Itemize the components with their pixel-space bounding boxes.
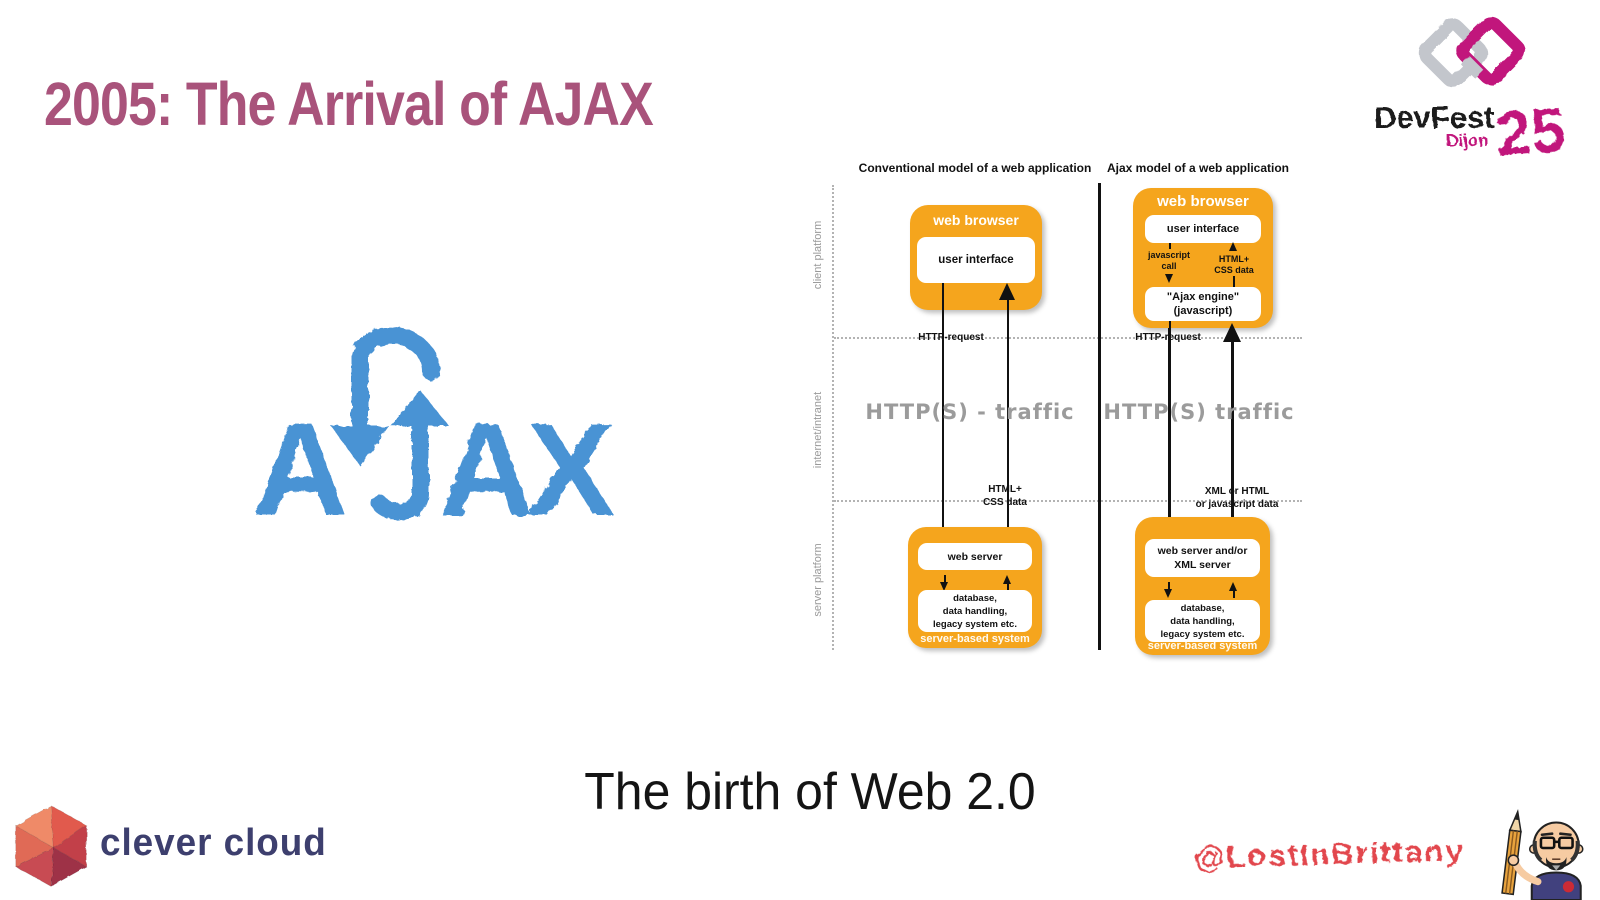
ajax-web-server-box: web server and/or XML server <box>1145 539 1260 577</box>
devfest-heart-icon <box>1418 16 1526 88</box>
ajax-ui-box: user interface <box>1145 215 1261 243</box>
conventional-backend-box: database, data handling, legacy system e… <box>918 590 1032 632</box>
ajax-browser-title: web browser <box>1157 193 1249 210</box>
ajax-server-internal-up-line <box>1233 589 1235 598</box>
ajax-letter-a2: A <box>439 396 534 522</box>
htmlcss-label: HTML+ CSS data <box>1214 254 1254 275</box>
heart-link-weave <box>1460 55 1484 79</box>
ajax-request-line <box>1168 328 1171 528</box>
ajax-up-arrow-stem <box>370 415 429 521</box>
conventional-server-footer: server-based system <box>920 633 1030 645</box>
devfest-logo: DevFest Dijon 25 <box>1374 16 1568 170</box>
ajax-engine-box: "Ajax engine" (javascript) <box>1145 287 1261 321</box>
server-internal-up-arrowhead <box>1003 575 1011 584</box>
ajax-letter-a1: A <box>253 396 348 522</box>
devfest-year: 25 <box>1494 96 1568 170</box>
server-internal-down-line <box>944 575 946 584</box>
devfest-name: DevFest <box>1374 100 1495 135</box>
internet-server-boundary <box>834 500 1302 502</box>
conventional-ui-box: user interface <box>917 237 1035 283</box>
ajax-browser-box: web browser user interface javascript ca… <box>1133 188 1273 328</box>
slide-subtitle: The birth of Web 2.0 <box>584 763 1036 821</box>
ajax-server-box: web server and/or XML server database, d… <box>1135 517 1270 655</box>
conventional-response-line <box>1007 300 1009 543</box>
ajax-server-internal-down-line <box>1168 582 1170 591</box>
ajax-response-line <box>1231 341 1234 543</box>
conventional-browser-box: web browser user interface <box>910 205 1042 310</box>
ajax-server-footer: server-based system <box>1147 640 1258 652</box>
htmlcss-arrowhead <box>1229 242 1237 251</box>
devfest-city: Dijon <box>1446 131 1489 150</box>
author-cartoon <box>1501 808 1584 900</box>
pencil-icon <box>1501 808 1522 896</box>
clever-cloud-wordmark: clever cloud <box>100 822 327 864</box>
ajax-server-internal-up-arrowhead <box>1229 582 1237 591</box>
conventional-browser-title: web browser <box>933 212 1019 228</box>
ajax-down-arrow-head <box>331 426 389 466</box>
ajax-http-request-label: HTTP-request <box>1135 332 1201 343</box>
axis-dotted-line <box>832 185 834 650</box>
conventional-http-request-label: HTTP-request <box>918 332 984 343</box>
conventional-response-arrowhead <box>999 283 1015 300</box>
engine-out-line <box>1169 321 1171 328</box>
conventional-request-line <box>942 283 944 530</box>
ajax-down-arrow-stem <box>351 327 440 437</box>
js-call-label: javascript call <box>1147 250 1191 271</box>
conventional-server-box: web server database, data handling, lega… <box>908 527 1042 648</box>
ajax-logo: A A X <box>253 327 615 522</box>
conventional-web-server-box: web server <box>918 543 1032 570</box>
panel-divider <box>1098 183 1101 650</box>
ajax-traffic-label: HTTP(S) traffic <box>1103 400 1295 424</box>
conventional-response-label: HTML+ CSS data <box>983 484 1027 508</box>
ajax-header: Ajax model of a web application <box>1106 161 1290 175</box>
author-handle: @LostInBrittany <box>1194 833 1465 875</box>
ajax-response-arrowhead <box>1223 323 1241 342</box>
ajax-server-internal-down-arrowhead <box>1164 589 1172 598</box>
js-call-line <box>1169 243 1171 249</box>
axis-server-platform: server platform <box>812 543 824 617</box>
conventional-traffic-label: HTTP(S) - traffic <box>865 400 1075 424</box>
clever-cloud-icon <box>15 804 87 888</box>
js-call-arrowhead <box>1165 274 1173 283</box>
htmlcss-line <box>1233 276 1235 287</box>
conventional-header: Conventional model of a web application <box>858 161 1092 175</box>
ajax-up-arrow-head <box>391 390 449 426</box>
ajax-comparison-diagram: Conventional model of a web application … <box>790 155 1310 660</box>
page-title: 2005: The Arrival of AJAX <box>44 69 654 138</box>
ajax-letter-x: X <box>527 396 615 522</box>
server-internal-down-arrowhead <box>940 582 948 591</box>
handle-text: @LostInBrittany <box>1194 833 1465 875</box>
server-internal-up-line <box>1007 582 1009 591</box>
ajax-response-label: XML or HTML or javascript data <box>1195 486 1279 510</box>
cartoon-man <box>1507 821 1584 900</box>
axis-client-platform: client platform <box>812 220 824 290</box>
ajax-backend-box: database, data handling, legacy system e… <box>1145 600 1260 642</box>
client-internet-boundary <box>834 337 1302 339</box>
axis-internet-intranet: internet/intranet <box>812 391 824 469</box>
glasses-icon <box>1539 836 1574 850</box>
